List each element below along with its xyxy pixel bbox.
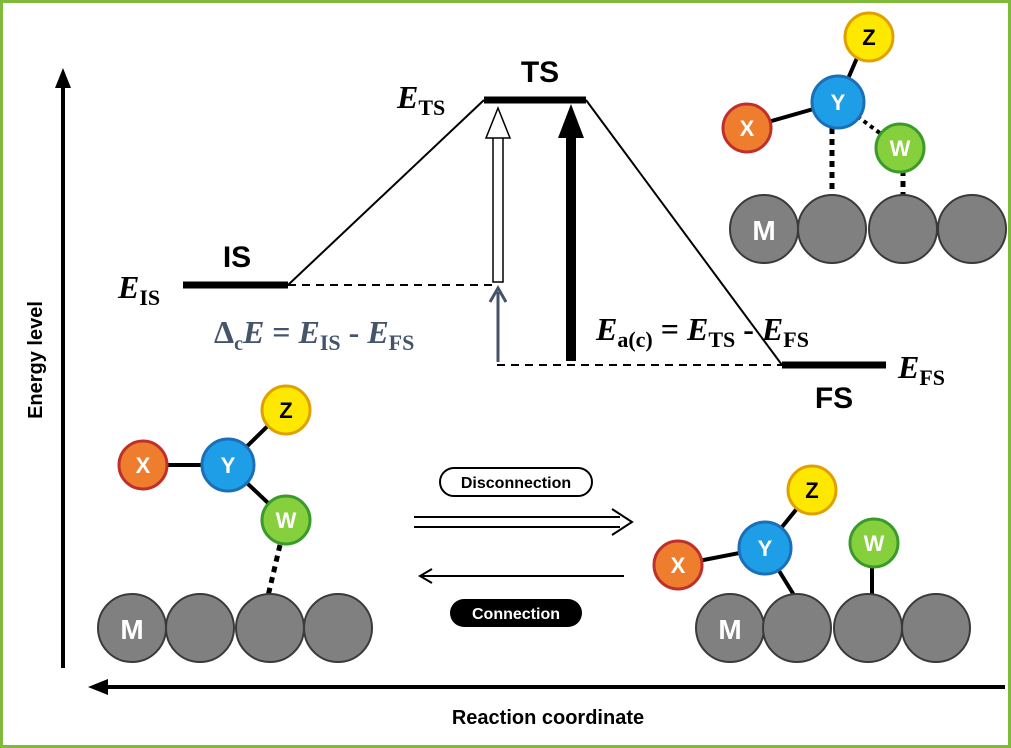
fs-atom-x (652, 539, 704, 591)
disconnection-label: Disconnection (461, 475, 571, 492)
svg-text:X: X (136, 453, 151, 478)
connection-label: Connection (472, 606, 560, 623)
ts-metal-label: M (752, 215, 775, 246)
ts-atom-w (874, 122, 926, 174)
fs-atom-y (737, 520, 793, 576)
is-atom-y (200, 437, 256, 493)
svg-text:Y: Y (758, 536, 773, 561)
ts-label: TS (521, 56, 559, 89)
x-axis-label: Reaction coordinate (452, 707, 644, 729)
e-is-label: EIS (117, 269, 160, 310)
delta-arrow-head (488, 284, 508, 303)
ts-atom-y (810, 74, 866, 130)
svg-text:X: X (671, 553, 686, 578)
ts-atom-x (721, 102, 773, 154)
svg-text:Z: Z (805, 478, 818, 503)
fs-metal-4 (901, 593, 971, 663)
svg-text:W: W (864, 531, 885, 556)
svg-text:W: W (890, 136, 911, 161)
is-atom-z (260, 384, 312, 436)
path-is-to-ts (287, 99, 485, 286)
is-metal-3 (235, 593, 305, 663)
x-axis-arrowhead (88, 679, 108, 695)
y-axis-arrowhead (55, 68, 71, 88)
ts-structure: M X Y Z W (721, 11, 1007, 264)
fs-metal-2 (762, 593, 832, 663)
svg-text:W: W (276, 508, 297, 533)
e-fs-label: EFS (897, 349, 945, 390)
is-structure: M X Y Z W (97, 384, 373, 663)
path-ts-to-fs (585, 99, 783, 366)
fs-metal-label: M (718, 614, 741, 645)
fs-structure: M X Y Z W (652, 464, 971, 663)
is-atom-x (117, 439, 169, 491)
fs-label: FS (815, 382, 853, 415)
disconnection-arrow (414, 508, 634, 536)
is-label: IS (223, 241, 251, 274)
is-metal-2 (165, 593, 235, 663)
svg-text:Z: Z (279, 398, 292, 423)
svg-text:Y: Y (831, 90, 846, 115)
hollow-arrow-head (484, 105, 512, 139)
y-axis-label: Energy level (25, 301, 47, 419)
svg-text:Y: Y (221, 453, 236, 478)
ts-metal-4 (937, 194, 1007, 264)
is-metal-label: M (120, 614, 143, 645)
activation-arrow-head (558, 104, 584, 138)
svg-text:Z: Z (862, 25, 875, 50)
activation-arrow-shaft (566, 135, 576, 361)
connection-badge (450, 599, 582, 627)
connection-arrow (418, 568, 624, 584)
ts-metal-2 (797, 194, 867, 264)
delta-equation: ΔcE = EIS - EFS (214, 314, 414, 355)
fs-atom-z (786, 464, 838, 516)
hollow-arrow-shaft (492, 134, 504, 283)
disconnection-badge (439, 467, 593, 497)
ts-atom-z (843, 11, 895, 63)
svg-text:X: X (740, 116, 755, 141)
activation-equation: Ea(c) = ETS - EFS (595, 311, 809, 352)
fs-atom-w (848, 517, 900, 569)
e-ts-label: ETS (396, 79, 445, 120)
ts-metal-3 (868, 194, 938, 264)
is-atom-w (260, 494, 312, 546)
fs-metal-3 (833, 593, 903, 663)
is-metal-4 (303, 593, 373, 663)
